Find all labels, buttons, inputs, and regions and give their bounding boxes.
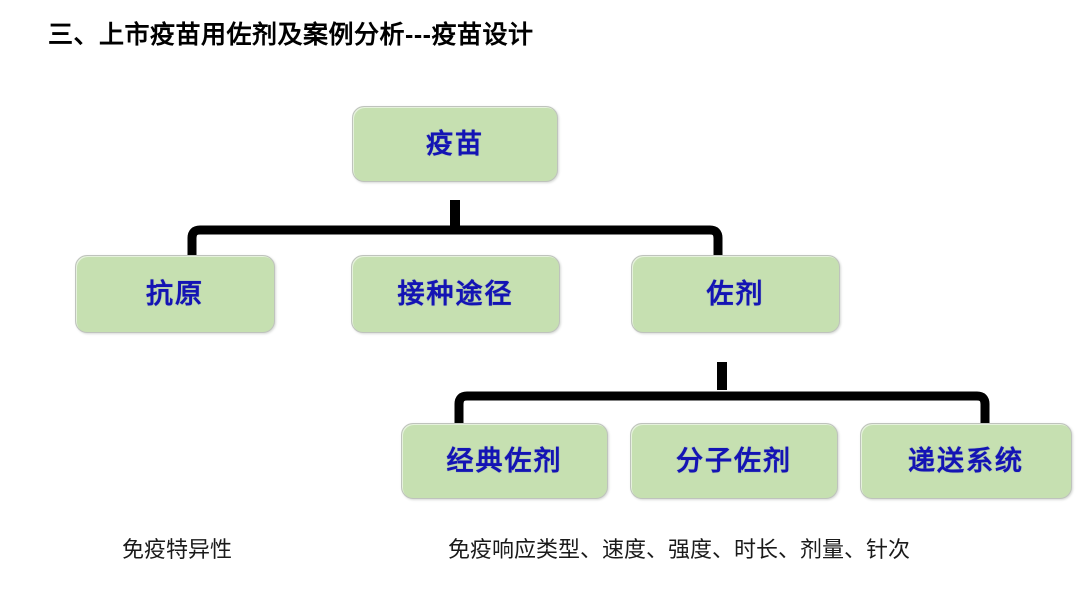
node-molecular-adjuvant[interactable]: 分子佐剂	[630, 423, 838, 499]
node-delivery-system-label: 递送系统	[908, 445, 1024, 476]
connector-root-to-level2	[187, 200, 723, 256]
node-adjuvant-label: 佐剂	[706, 278, 765, 309]
node-antigen[interactable]: 抗原	[75, 255, 275, 333]
node-vaccination-route-label: 接种途径	[397, 278, 514, 309]
node-adjuvant[interactable]: 佐剂	[631, 255, 840, 333]
caption-immune-specificity: 免疫特异性	[122, 537, 233, 562]
node-antigen-label: 抗原	[146, 278, 204, 309]
page-title: 三、上市疫苗用佐剂及案例分析---疫苗设计	[48, 21, 534, 49]
node-molecular-adjuvant-label: 分子佐剂	[676, 445, 792, 476]
node-vaccine-label: 疫苗	[426, 128, 484, 159]
node-delivery-system[interactable]: 递送系统	[860, 423, 1072, 499]
node-vaccination-route[interactable]: 接种途径	[351, 255, 560, 333]
connector-adjuvant-to-level3	[454, 362, 990, 424]
node-classic-adjuvant-label: 经典佐剂	[446, 445, 563, 476]
node-vaccine[interactable]: 疫苗	[352, 106, 558, 182]
caption-immune-response-attributes: 免疫响应类型、速度、强度、时长、剂量、针次	[448, 537, 911, 562]
node-classic-adjuvant[interactable]: 经典佐剂	[401, 423, 608, 499]
